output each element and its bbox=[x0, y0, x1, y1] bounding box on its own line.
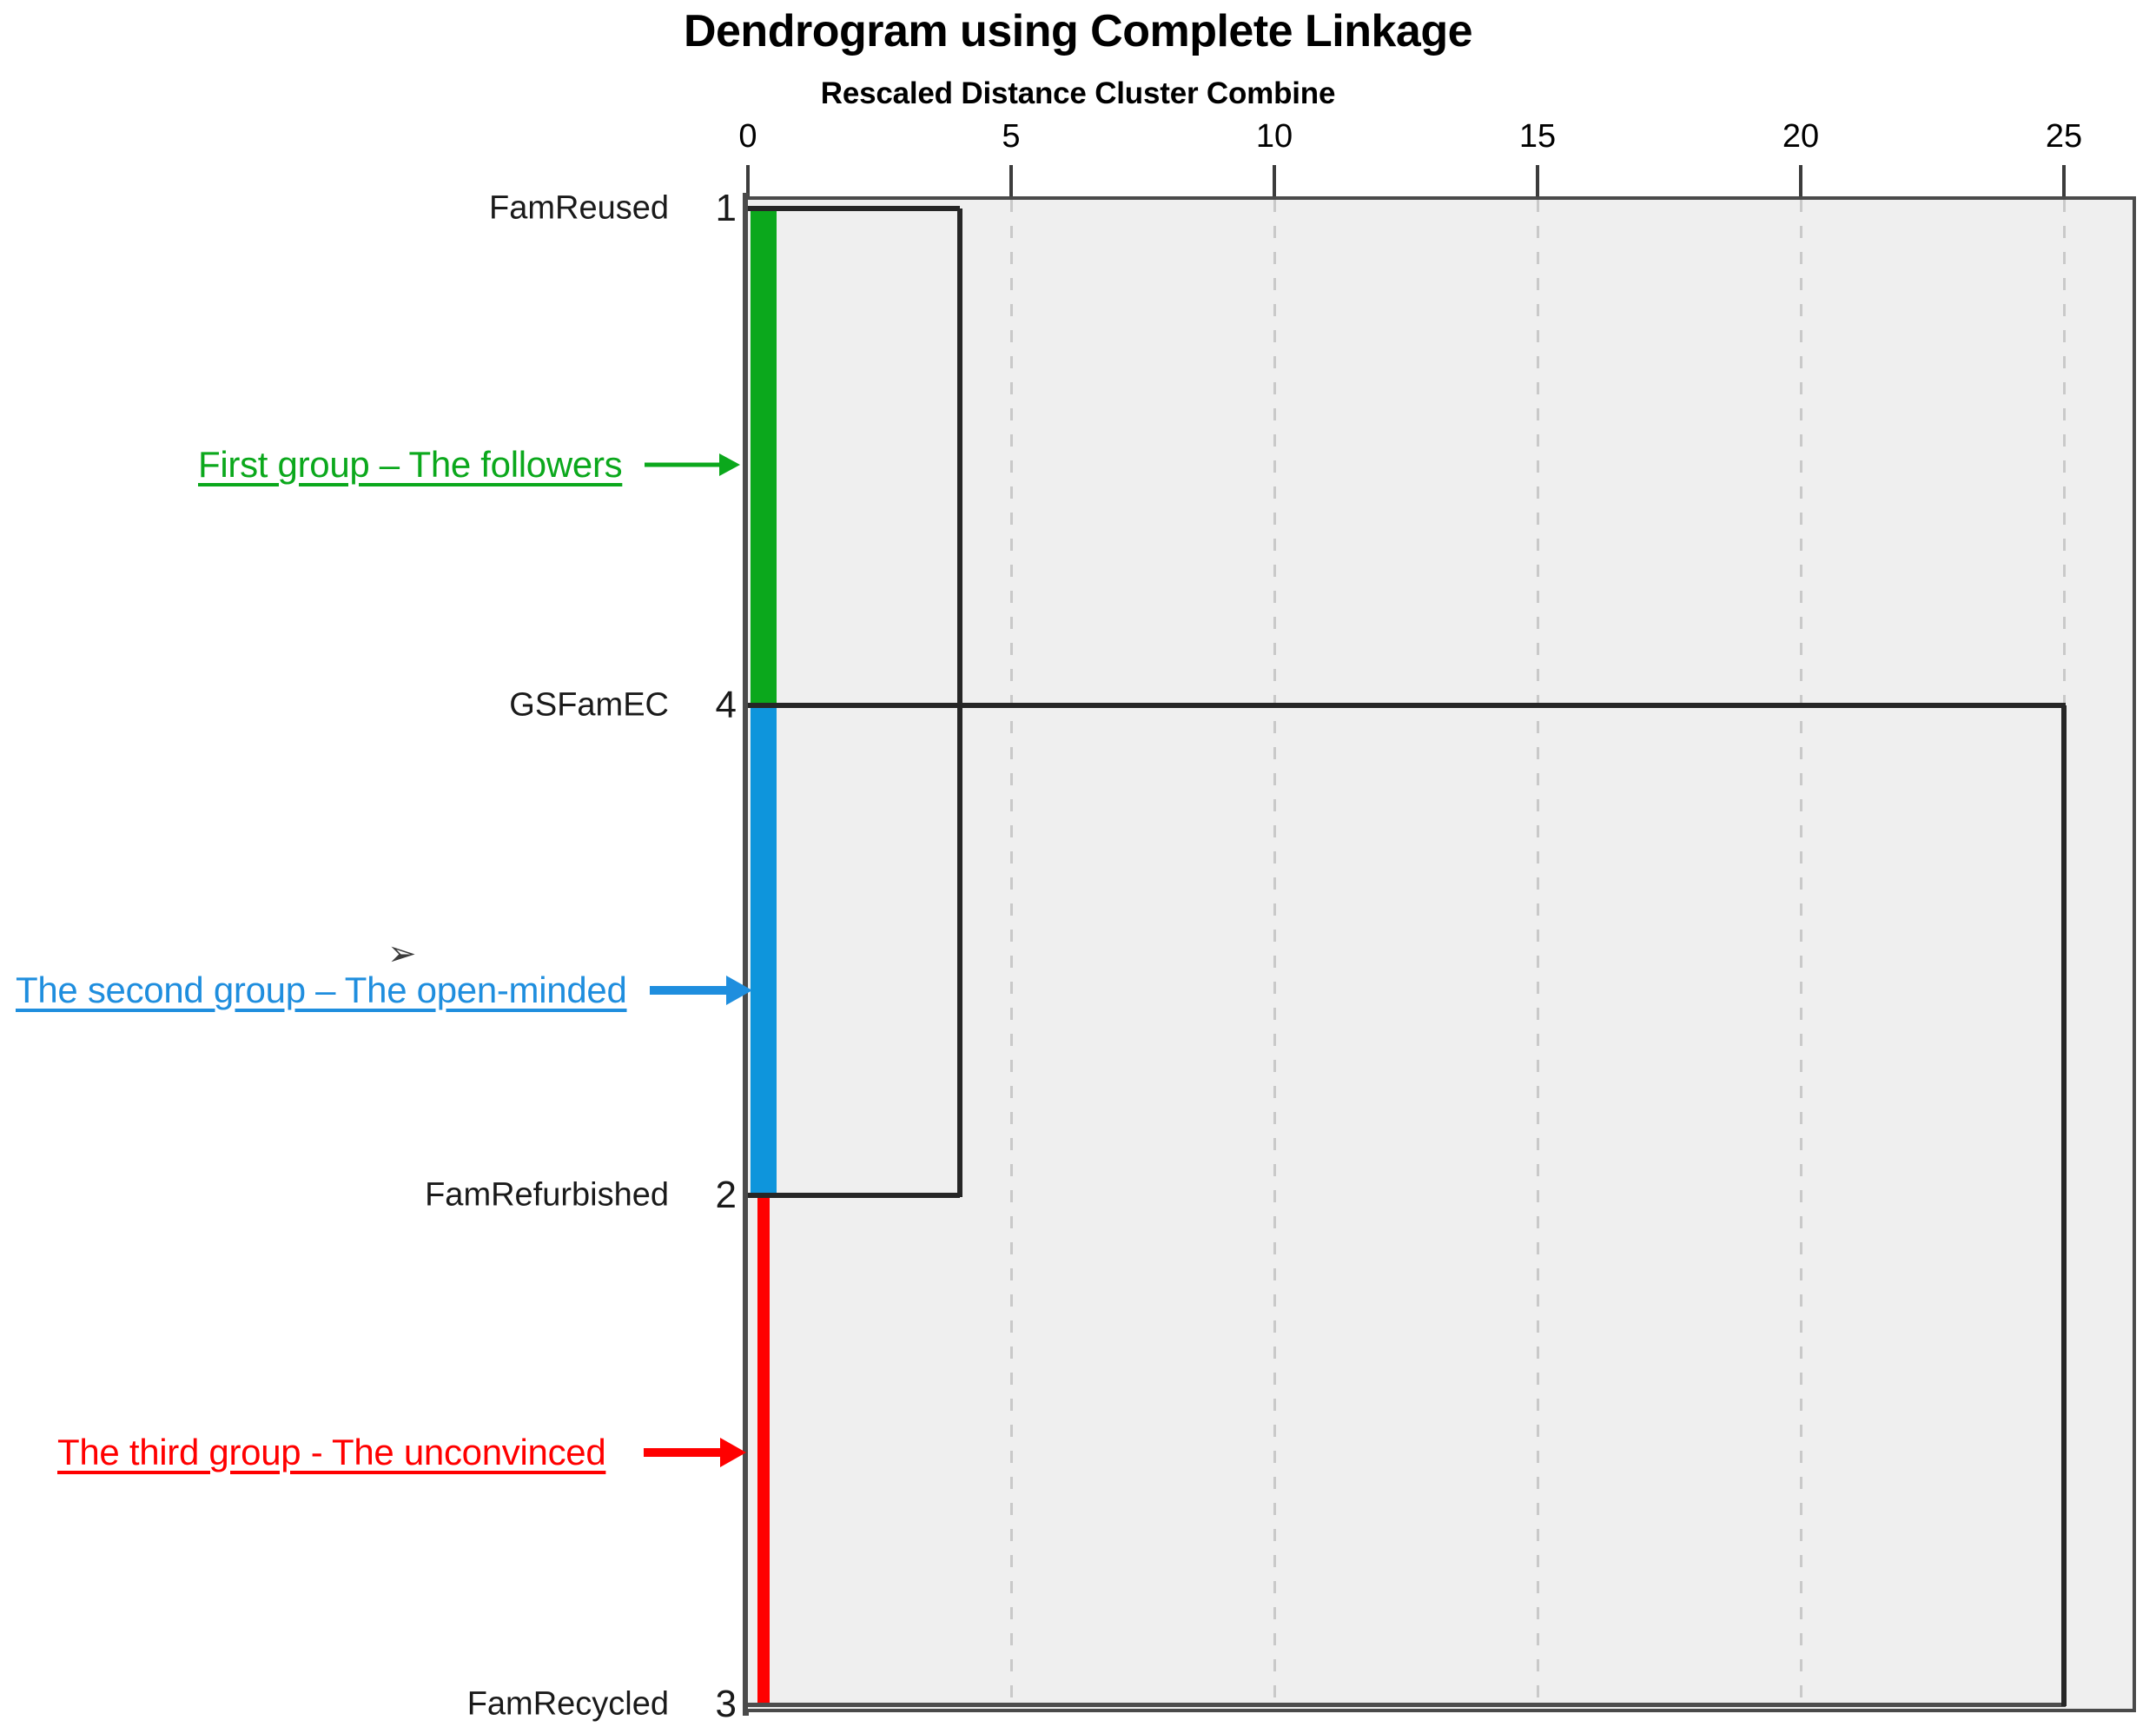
gridline-5 bbox=[1010, 200, 1013, 1709]
leaf-label-famreused: FamReused bbox=[489, 189, 669, 227]
leaf-label-gsfamec: GSFamEC bbox=[509, 686, 669, 724]
annotation-second-group: The second group – The open-minded bbox=[16, 969, 752, 1011]
arrow-right-icon-second-group bbox=[649, 976, 752, 1005]
plot-area bbox=[748, 196, 2136, 1712]
chart-title: Dendrogram using Complete Linkage bbox=[683, 6, 1473, 56]
gridline-10 bbox=[1273, 200, 1276, 1709]
annotation-second-group-text: The second group – The open-minded bbox=[16, 969, 627, 1010]
annotation-first-group-text: First group – The followers bbox=[198, 444, 623, 485]
dendrogram-branch-cluster-root bbox=[960, 703, 2066, 708]
leaf-label-famrefurbished: FamRefurbished bbox=[425, 1176, 669, 1214]
x-tick-label-10: 10 bbox=[1255, 118, 1293, 155]
chart-subtitle: Rescaled Distance Cluster Combine bbox=[820, 76, 1336, 110]
cluster-bar-second-group bbox=[751, 705, 777, 1197]
arrow-right-icon-first-group bbox=[645, 453, 741, 476]
leaf-index-gsfamec: 4 bbox=[715, 684, 737, 726]
leaf-label-famrecycled: FamRecycled bbox=[466, 1685, 669, 1723]
x-tick-label-5: 5 bbox=[1002, 118, 1021, 155]
leaf-index-famreused: 1 bbox=[715, 187, 737, 229]
leaf-index-famrefurbished: 2 bbox=[715, 1174, 737, 1216]
y-axis-line bbox=[743, 193, 749, 1716]
dendrogram-branch-gsfamec bbox=[748, 703, 960, 708]
dendrogram-branch-famreused bbox=[748, 206, 960, 211]
x-tick-mark-0 bbox=[746, 165, 750, 196]
dendrogram-merge-1-4 bbox=[957, 208, 962, 707]
x-tick-mark-25 bbox=[2062, 165, 2066, 196]
gridline-20 bbox=[1800, 200, 1802, 1709]
x-tick-mark-5 bbox=[1009, 165, 1013, 196]
cluster-bar-third-group bbox=[757, 1195, 770, 1706]
cluster-bar-first-group bbox=[751, 208, 777, 707]
dendrogram-branch-famrecycled bbox=[748, 1703, 2066, 1707]
x-tick-label-15: 15 bbox=[1518, 118, 1557, 155]
leaf-index-famrecycled: 3 bbox=[715, 1683, 737, 1725]
x-tick-mark-10 bbox=[1273, 165, 1276, 196]
x-tick-label-20: 20 bbox=[1782, 118, 1820, 155]
dendrogram-merge-root bbox=[2061, 705, 2067, 1706]
x-tick-label-25: 25 bbox=[2045, 118, 2083, 155]
x-tick-label-0: 0 bbox=[738, 118, 757, 155]
annotation-first-group: First group – The followers bbox=[198, 444, 741, 486]
stray-caret-icon: ➢ bbox=[387, 935, 417, 973]
gridline-15 bbox=[1537, 200, 1539, 1709]
arrow-right-icon-third-group bbox=[644, 1438, 747, 1467]
dendrogram-branch-famrefurbished bbox=[748, 1193, 960, 1198]
x-tick-mark-20 bbox=[1799, 165, 1802, 196]
annotation-third-group-text: The third group - The unconvinced bbox=[57, 1432, 606, 1472]
annotation-third-group: The third group - The unconvinced bbox=[57, 1432, 747, 1473]
x-tick-mark-15 bbox=[1536, 165, 1539, 196]
dendrogram-merge-cluster-2 bbox=[957, 705, 962, 1197]
